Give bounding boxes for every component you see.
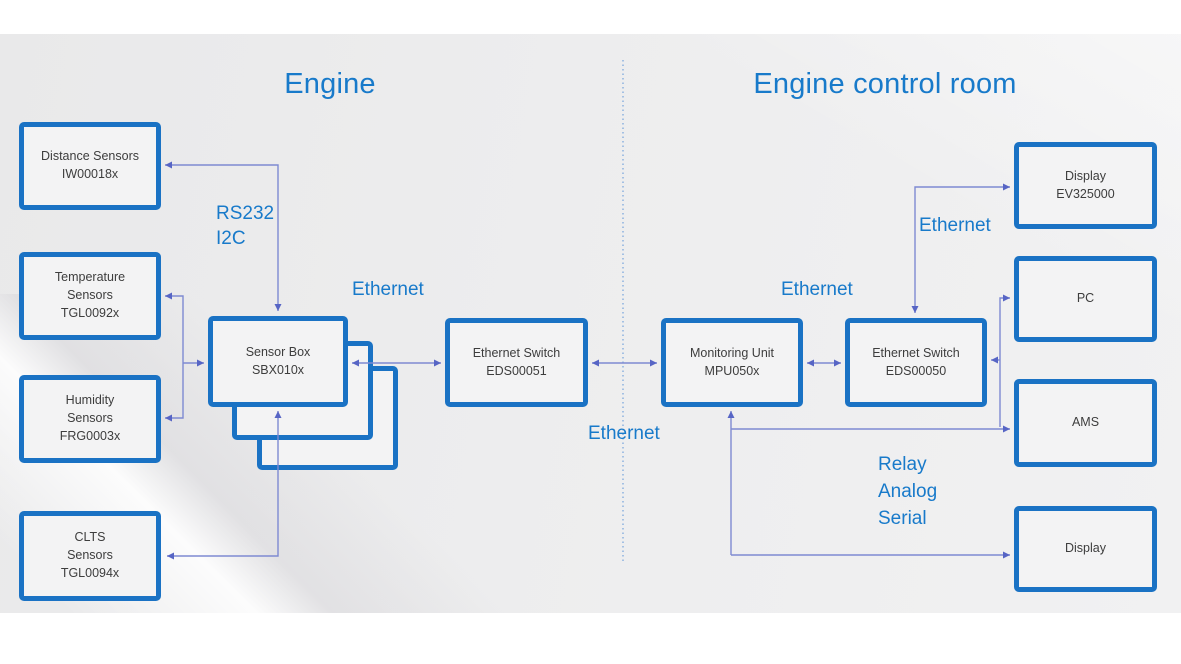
label-analog: Analog bbox=[878, 481, 938, 502]
node-temperature-sensors: Temperature Sensors TGL0092x bbox=[19, 252, 161, 340]
section-title-engine-control-room: Engine control room bbox=[753, 68, 1017, 100]
node-clts-sensors: CLTS Sensors TGL0094x bbox=[19, 511, 161, 601]
label-ethernet-display: Ethernet bbox=[919, 215, 991, 236]
section-title-engine: Engine bbox=[284, 68, 376, 100]
label-serial: Serial bbox=[878, 508, 927, 529]
label-ethernet-control: Ethernet bbox=[781, 279, 853, 300]
node-display: Display bbox=[1014, 506, 1157, 592]
label-ethernet-engine: Ethernet bbox=[352, 279, 424, 300]
node-distance-sensors: Distance Sensors IW00018x bbox=[19, 122, 161, 210]
label-rs232: RS232 bbox=[216, 203, 275, 224]
label-i2c: I2C bbox=[216, 228, 246, 249]
node-monitoring-unit: Monitoring Unit MPU050x bbox=[661, 318, 803, 407]
node-humidity-sensors: Humidity Sensors FRG0003x bbox=[19, 375, 161, 463]
label-relay: Relay bbox=[878, 454, 927, 475]
node-display-ev325000: Display EV325000 bbox=[1014, 142, 1157, 229]
slide-photo-background bbox=[0, 34, 1181, 613]
node-ams: AMS bbox=[1014, 379, 1157, 467]
node-pc: PC bbox=[1014, 256, 1157, 342]
node-sensor-box: Sensor Box SBX010x bbox=[208, 316, 348, 407]
node-ethernet-switch-eds00050: Ethernet Switch EDS00050 bbox=[845, 318, 987, 407]
node-ethernet-switch-eds00051: Ethernet Switch EDS00051 bbox=[445, 318, 588, 407]
label-ethernet-link: Ethernet bbox=[588, 423, 660, 444]
